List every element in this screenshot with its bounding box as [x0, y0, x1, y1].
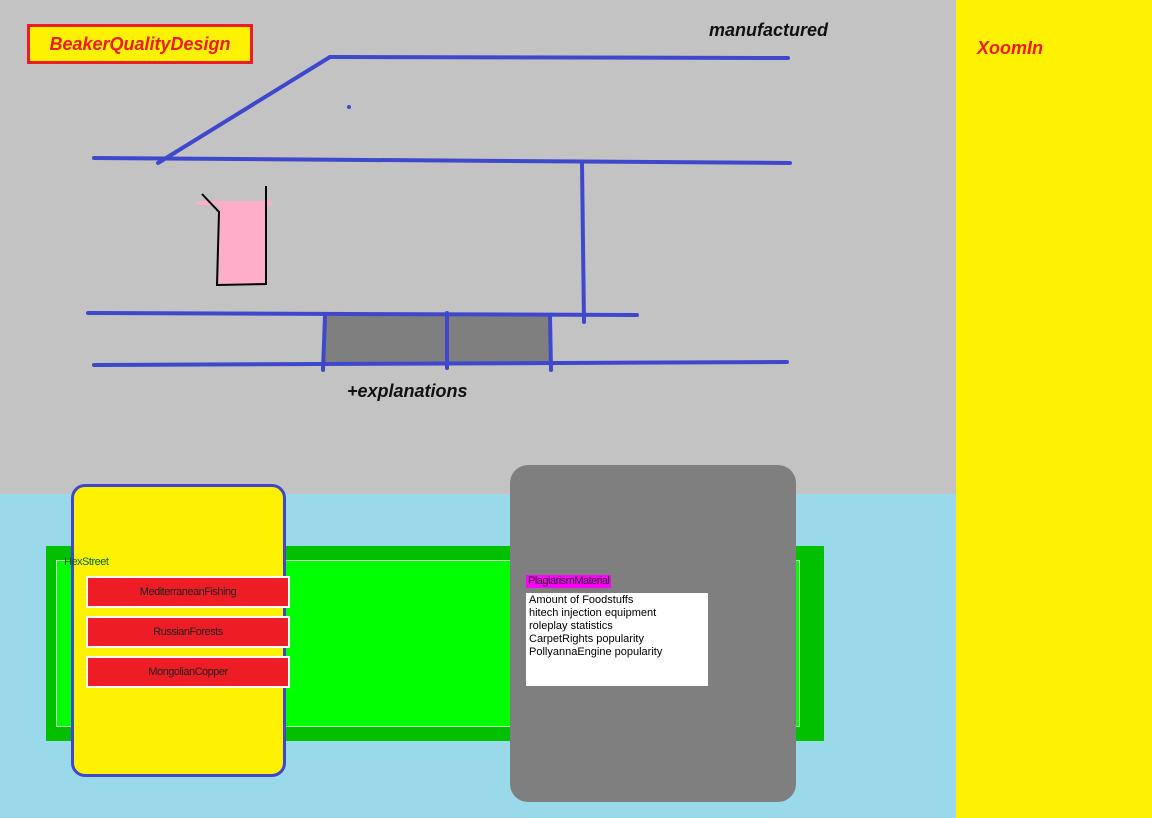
gray-block-right: [447, 316, 551, 363]
pink-window-fill: [219, 201, 266, 284]
mongolian-copper-button[interactable]: MongolianCopper: [86, 656, 290, 688]
gray-block-left: [325, 316, 447, 363]
dot-marker: [347, 105, 351, 109]
right-sidebar: [956, 0, 1152, 818]
logo-badge: BeakerQualityDesign: [27, 24, 253, 64]
list-item[interactable]: hitech injection equipment: [529, 607, 657, 619]
middle-floor-line: [86, 311, 639, 317]
russian-forests-button[interactable]: RussianForests: [86, 616, 290, 648]
material-listbox[interactable]: Amount of Foodstuffs hitech injection eq…: [526, 593, 708, 686]
ground-line: [92, 360, 789, 367]
blue-strokes: [86, 55, 792, 372]
post-right: [548, 314, 553, 372]
pink-window: [196, 186, 272, 287]
list-item[interactable]: roleplay statistics: [529, 620, 613, 632]
roof-diagonal: [156, 55, 332, 165]
list-item[interactable]: PollyannaEngine popularity: [529, 646, 663, 658]
material-list-label: PlagiarismMaterial: [526, 575, 612, 588]
street-panel-label: HexStreet: [64, 556, 109, 568]
explanations-annotation: +explanations: [347, 381, 468, 401]
building-sketch: [86, 55, 792, 372]
list-item[interactable]: Amount of Foodstuffs: [529, 594, 634, 606]
post-left: [321, 314, 327, 372]
pink-window-outline: [201, 186, 267, 287]
mediterranean-fishing-button[interactable]: MediterraneanFishing: [86, 576, 290, 608]
zoom-in-label[interactable]: XoomIn: [977, 38, 1043, 58]
roof-line: [328, 55, 790, 60]
canvas-top-gray: [0, 0, 956, 494]
vertical-support: [580, 162, 586, 324]
gray-block-shapes: [325, 316, 551, 363]
upper-floor-line: [92, 156, 792, 165]
logo-text: BeakerQualityDesign: [49, 33, 231, 54]
list-item[interactable]: CarpetRights popularity: [529, 633, 644, 645]
manufactured-annotation: manufactured: [709, 20, 829, 40]
